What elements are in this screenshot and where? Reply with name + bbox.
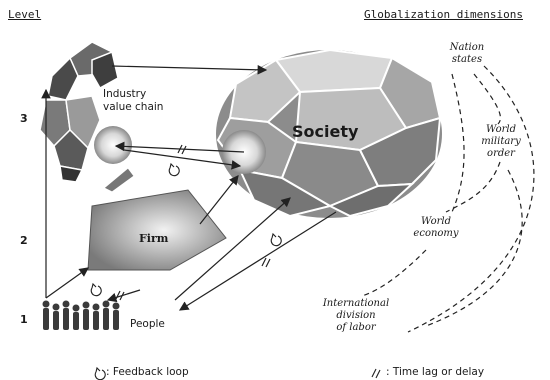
legend-glyphs xyxy=(94,366,381,380)
curve-military-to-economy xyxy=(445,161,501,213)
arrow-industry-to-society xyxy=(111,64,268,75)
firm-label: Firm xyxy=(139,232,169,245)
industry-label-line2: value chain xyxy=(103,101,164,113)
people-group xyxy=(42,300,120,330)
feedback-loop-icon xyxy=(270,235,282,247)
curve-military-to-division xyxy=(425,169,523,327)
legend-timelag-label: : Time lag or delay xyxy=(386,366,485,378)
level-2-label: 2 xyxy=(20,234,28,247)
level-1-label: 1 xyxy=(20,313,28,326)
firm-shape xyxy=(87,189,227,271)
industry-label-line1: Industry xyxy=(103,88,147,100)
legend-feedback-loop-icon xyxy=(94,369,106,380)
curve-nation-to-military xyxy=(473,73,502,125)
level-3-label: 3 xyxy=(20,112,28,125)
arrow-people-to-society xyxy=(174,197,291,301)
industry-focus-glow xyxy=(94,126,132,164)
curve-nation-to-division xyxy=(407,65,535,333)
society-sphere xyxy=(216,48,442,218)
time-lag-marks xyxy=(115,144,271,301)
arrow-industry-to-society-lower xyxy=(123,149,242,170)
industry-cluster xyxy=(39,41,135,193)
curve-nation-to-economy xyxy=(451,73,465,213)
curve-economy-to-division xyxy=(361,249,427,297)
dimensions-header: Globalization dimensions xyxy=(364,8,523,21)
legend-time-lag-icon xyxy=(371,368,377,378)
level-header: Level xyxy=(8,8,42,21)
feedback-loops xyxy=(90,162,282,297)
arrow-people-to-firm xyxy=(45,267,89,299)
arrow-society-to-people xyxy=(178,211,337,311)
society-label: Society xyxy=(292,122,359,141)
dimension-curves xyxy=(361,65,535,333)
relation-arrows xyxy=(41,64,337,311)
people-label: People xyxy=(130,318,165,330)
feedback-loop-icon xyxy=(168,165,180,177)
arrow-firm-to-people xyxy=(106,289,141,303)
feedback-loop-icon xyxy=(90,285,102,297)
legend-feedback-label: : Feedback loop xyxy=(106,366,189,378)
arrow-firm-to-society xyxy=(199,175,239,225)
